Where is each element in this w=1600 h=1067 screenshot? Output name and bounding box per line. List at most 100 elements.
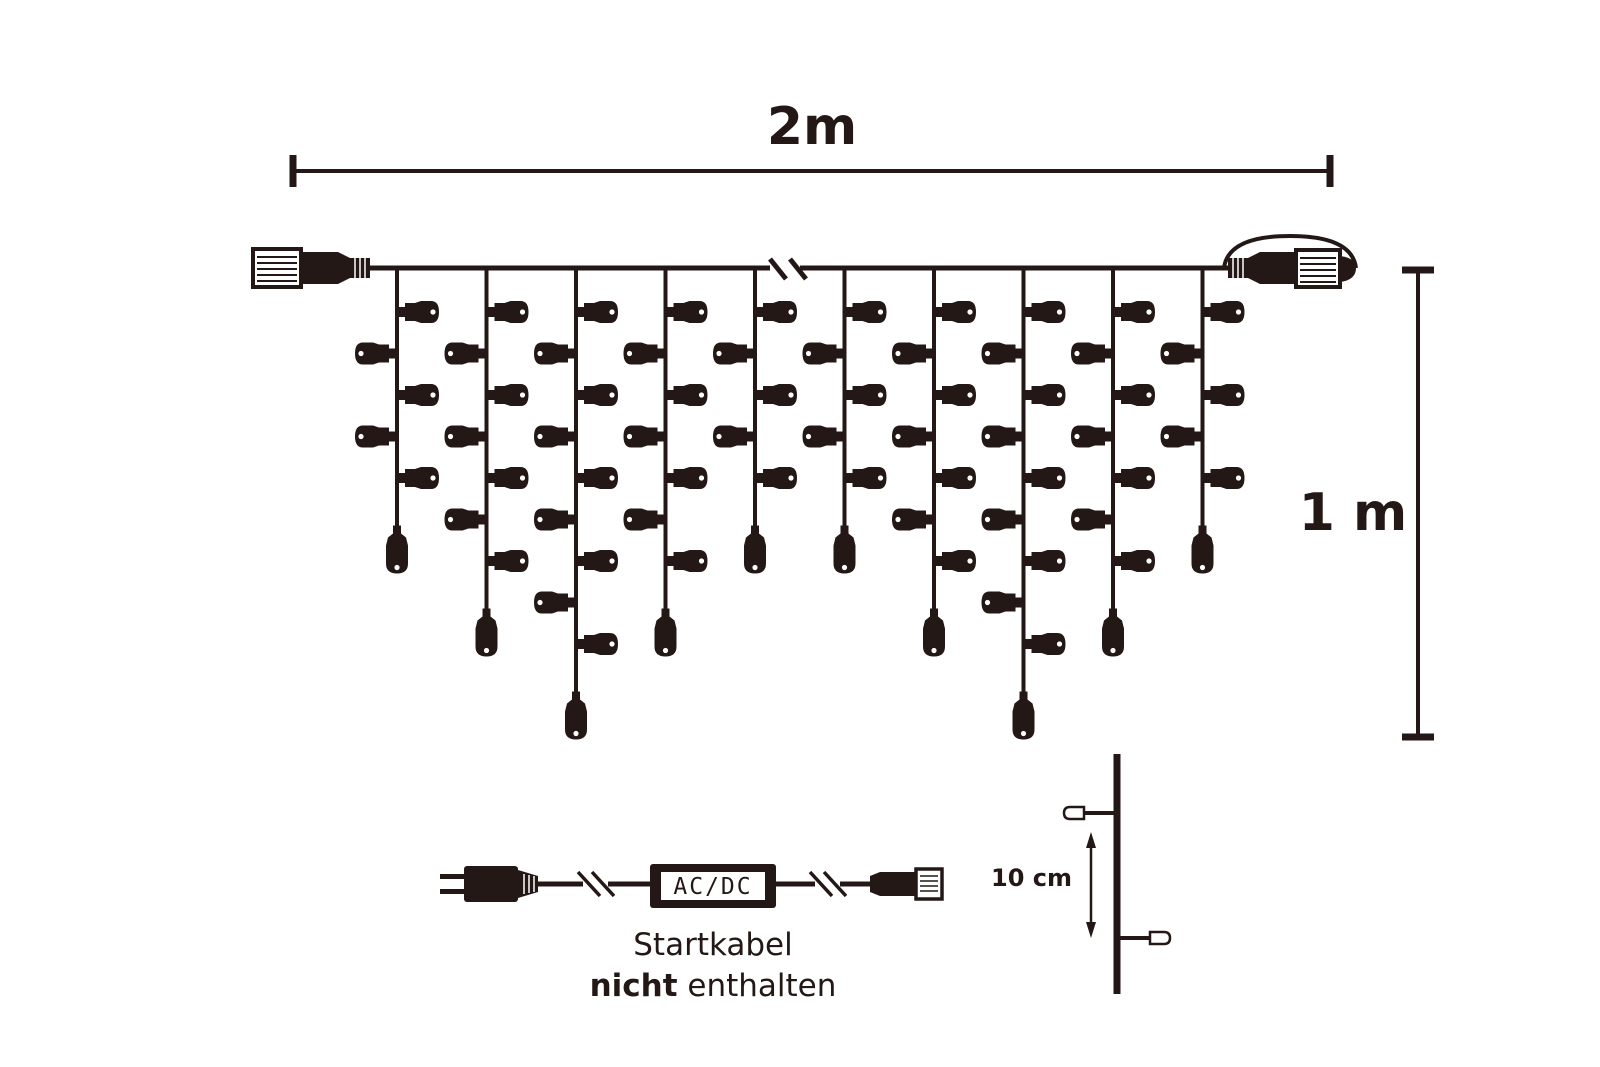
led-bulb-icon	[565, 691, 587, 740]
led-bulb-icon	[844, 384, 887, 406]
led-bulb-icon	[355, 342, 397, 365]
icicle-strand	[444, 268, 529, 657]
led-bulb-icon	[534, 425, 576, 448]
led-bulb-icon	[665, 467, 708, 489]
height-label: 1 m	[1299, 483, 1407, 543]
led-bulb-icon	[981, 508, 1024, 531]
led-bulb-icon	[981, 591, 1024, 614]
led-bulb-icon	[802, 342, 845, 365]
led-bulb-icon	[475, 608, 498, 657]
led-bulb-icon	[744, 525, 766, 574]
led-bulb-icon	[923, 608, 945, 657]
led-bulb-icon	[534, 591, 576, 614]
end-connector-icon	[251, 247, 370, 289]
led-bulb-icon	[444, 508, 487, 531]
icicle-strand	[623, 268, 708, 657]
led-bulb-icon	[1113, 384, 1155, 406]
led-bulb-icon	[665, 384, 708, 406]
cable-break-icon	[576, 870, 616, 898]
icicle-strand	[713, 268, 797, 574]
led-bulb-icon	[934, 301, 976, 323]
led-bulb-icon	[1202, 384, 1245, 406]
led-bulb-icon	[1102, 608, 1124, 657]
led-bulb-icon	[981, 342, 1024, 365]
led-bulb-icon	[833, 525, 856, 574]
led-bulb-icon	[1023, 384, 1066, 406]
led-bulb-icon	[397, 301, 439, 323]
led-bulb-icon	[1023, 301, 1066, 323]
led-bulb-icon	[844, 467, 887, 489]
icicle-strands	[355, 268, 1245, 740]
caption-rest: enthalten	[678, 968, 837, 1004]
led-bulb-icon	[1012, 691, 1035, 740]
start-cable-caption-line1: Startkabel	[633, 927, 793, 963]
led-bulb-icon	[892, 508, 934, 531]
led-bulb-icon	[755, 384, 797, 406]
start-cable: AC/DC Startkabel nicht enthalten	[440, 864, 944, 1004]
led-bulb-icon	[713, 425, 755, 448]
led-bulb-icon	[1071, 508, 1113, 531]
led-bulb-icon	[654, 608, 677, 657]
led-bulb-icon	[892, 425, 934, 448]
led-bulb-icon	[444, 425, 487, 448]
led-bulb-icon	[397, 384, 439, 406]
led-bulb-icon	[397, 467, 439, 489]
led-bulb-icon	[1113, 550, 1155, 572]
led-bulb-icon	[486, 467, 529, 489]
icicle-strand	[802, 268, 887, 574]
led-bulb-icon	[486, 384, 529, 406]
adapter-label: AC/DC	[673, 874, 752, 900]
led-bulb-icon	[386, 525, 408, 574]
led-bulb-icon	[486, 550, 529, 572]
height-dimension: 1 m	[1299, 266, 1434, 741]
led-bulb-icon	[1113, 467, 1155, 489]
width-label: 2m	[767, 97, 857, 157]
led-bulb-icon	[1202, 301, 1245, 323]
led-bulb-icon	[1023, 550, 1066, 572]
led-bulb-icon	[444, 342, 487, 365]
start-cable-caption-line2: nicht enthalten	[590, 968, 837, 1004]
led-bulb-icon	[934, 467, 976, 489]
end-connector-icon	[870, 867, 944, 901]
led-bulb-icon	[576, 384, 618, 406]
led-bulb-icon	[665, 301, 708, 323]
led-bulb-icon	[1160, 342, 1203, 365]
led-bulb-icon	[892, 342, 934, 365]
euro-plug-icon	[440, 866, 538, 902]
led-bulb-icon	[576, 467, 618, 489]
led-bulb-icon	[1023, 633, 1066, 655]
caption-bold-word: nicht	[590, 968, 678, 1004]
led-bulb-icon	[1023, 467, 1066, 489]
spacing-label: 10 cm	[991, 864, 1072, 892]
icicle-strand	[1071, 268, 1155, 657]
width-dimension: 2m	[289, 97, 1334, 187]
led-bulb-icon	[755, 467, 797, 489]
icicle-strand	[1160, 268, 1245, 574]
icicle-strand	[981, 268, 1066, 740]
led-bulb-icon	[623, 508, 666, 531]
led-bulb-icon	[534, 342, 576, 365]
led-bulb-icon	[576, 633, 618, 655]
icicle-strand	[892, 268, 976, 657]
led-bulb-icon	[534, 508, 576, 531]
led-bulb-icon	[934, 384, 976, 406]
led-bulb-icon	[713, 342, 755, 365]
led-bulb-icon	[623, 425, 666, 448]
led-bulb-icon	[623, 342, 666, 365]
led-bulb-icon	[576, 301, 618, 323]
led-bulb-icon	[934, 550, 976, 572]
led-bulb-icon	[755, 301, 797, 323]
led-bulb-icon	[486, 301, 529, 323]
led-bulb-icon	[576, 550, 618, 572]
led-bulb-icon	[665, 550, 708, 572]
led-bulb-icon	[844, 301, 887, 323]
led-bulb-icon	[1202, 467, 1245, 489]
icicle-strand	[355, 268, 439, 574]
led-spacing-detail: 10 cm	[991, 754, 1172, 994]
cable-break-icon	[808, 870, 848, 898]
led-bulb-icon	[355, 425, 397, 448]
led-bulb-icon	[802, 425, 845, 448]
led-bulb-icon	[1160, 425, 1203, 448]
end-connector-icon	[1222, 233, 1358, 289]
